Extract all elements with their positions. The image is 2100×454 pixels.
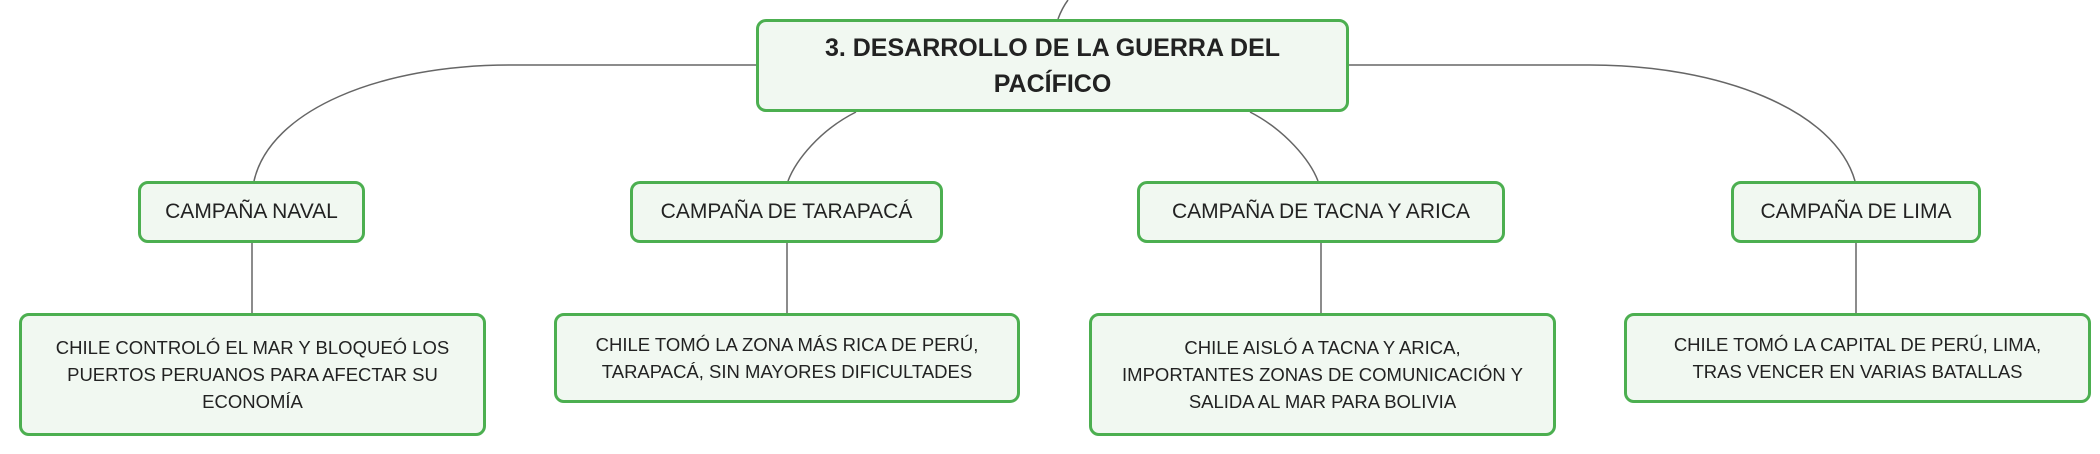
campaign-node-lima[interactable]: CAMPAÑA DE LIMA <box>1731 181 1981 243</box>
connector-parent <box>1057 0 1069 20</box>
connector-root-tarapaca <box>787 111 857 182</box>
detail-node-lima[interactable]: CHILE TOMÓ LA CAPITAL DE PERÚ, LIMA, TRA… <box>1624 313 2091 403</box>
connector-root-naval <box>253 64 756 182</box>
detail-text: CHILE AISLÓ A TACNA Y ARICA, IMPORTANTES… <box>1122 337 1523 412</box>
campaign-label: CAMPAÑA DE LIMA <box>1760 200 1952 223</box>
campaign-label: CAMPAÑA DE TARAPACÁ <box>660 200 913 223</box>
detail-node-tarapaca[interactable]: CHILE TOMÓ LA ZONA MÁS RICA DE PERÚ, TAR… <box>554 313 1020 403</box>
connector-root-lima <box>1349 64 1856 182</box>
detail-node-tacna-arica[interactable]: CHILE AISLÓ A TACNA Y ARICA, IMPORTANTES… <box>1089 313 1556 436</box>
campaign-node-naval[interactable]: CAMPAÑA NAVAL <box>138 181 365 243</box>
detail-text: CHILE TOMÓ LA ZONA MÁS RICA DE PERÚ, TAR… <box>595 334 979 382</box>
root-topic-label: 3. DESARROLLO DE LA GUERRA DEL PACÍFICO <box>824 33 1281 98</box>
campaign-node-tarapaca[interactable]: CAMPAÑA DE TARAPACÁ <box>630 181 943 243</box>
detail-text: CHILE TOMÓ LA CAPITAL DE PERÚ, LIMA, TRA… <box>1673 334 2042 382</box>
connector-root-tacna <box>1249 111 1319 182</box>
campaign-node-tacna-arica[interactable]: CAMPAÑA DE TACNA Y ARICA <box>1137 181 1505 243</box>
campaign-label: CAMPAÑA NAVAL <box>165 200 338 223</box>
detail-node-naval[interactable]: CHILE CONTROLÓ EL MAR Y BLOQUEÓ LOS PUER… <box>19 313 486 436</box>
campaign-label: CAMPAÑA DE TACNA Y ARICA <box>1172 200 1470 223</box>
detail-text: CHILE CONTROLÓ EL MAR Y BLOQUEÓ LOS PUER… <box>55 337 450 412</box>
root-topic-node[interactable]: 3. DESARROLLO DE LA GUERRA DEL PACÍFICO <box>756 19 1349 112</box>
